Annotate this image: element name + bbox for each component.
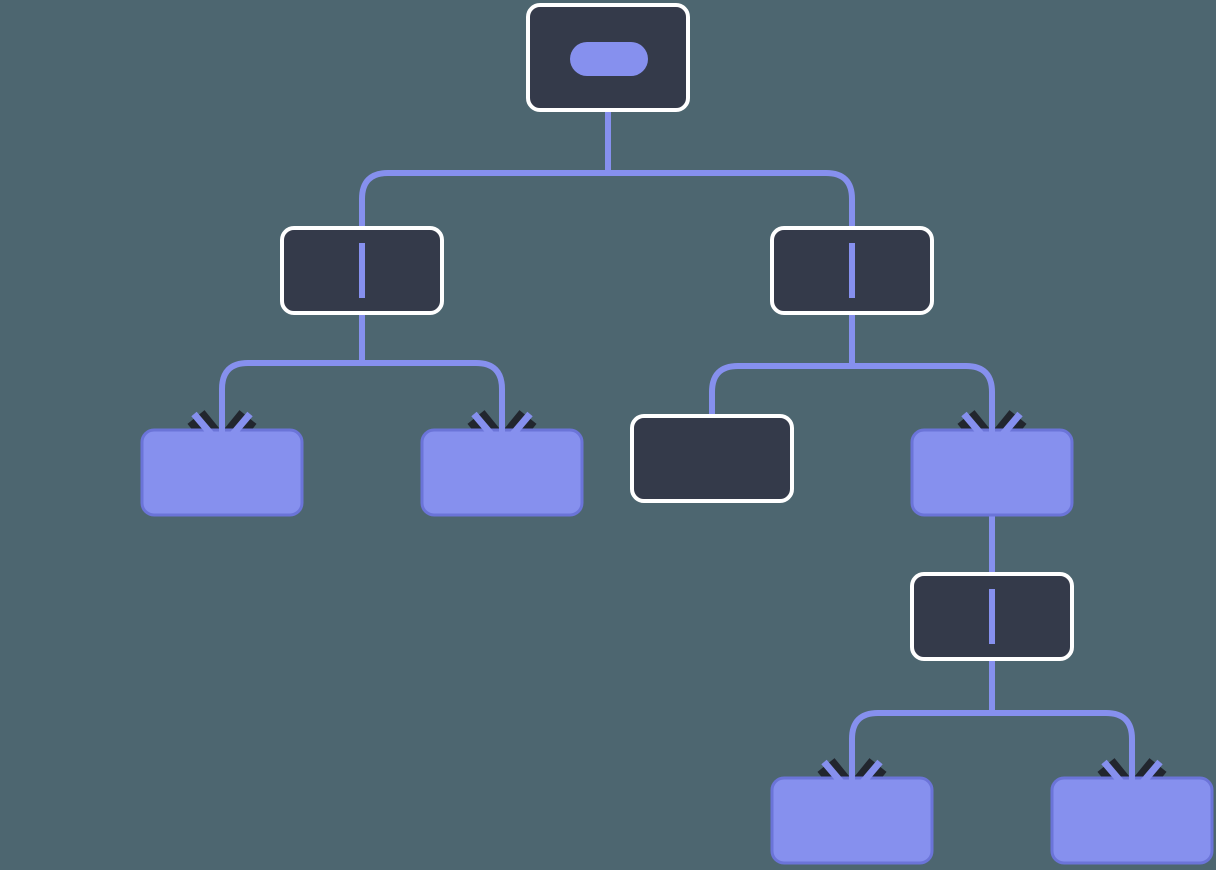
node-l4[interactable]	[910, 572, 1074, 661]
node-root-pill-marker	[570, 42, 648, 76]
arrow-down-icon	[821, 759, 883, 801]
edge-l2-right-to-c	[709, 363, 852, 420]
edge-root-to-l2-right	[608, 170, 855, 340]
node-l2-right[interactable]	[770, 226, 934, 315]
edge-l4-to-leaf-a	[849, 710, 992, 788]
arrowhead-layer	[191, 411, 1163, 801]
arrow-down-icon	[191, 411, 253, 453]
edge-l2-left-to-b	[362, 360, 505, 440]
node-l3-c[interactable]	[630, 414, 794, 503]
node-layer	[140, 3, 1214, 865]
arrow-down-icon	[961, 411, 1023, 453]
edge-l4-to-leaf-b	[992, 710, 1135, 788]
edge-l2-right-to-d	[852, 363, 995, 440]
arrow-down-icon	[471, 411, 533, 453]
edge-l2-left-to-a	[219, 360, 362, 440]
connector-layer	[219, 59, 1135, 788]
node-root[interactable]	[526, 3, 690, 112]
node-l3-c-box[interactable]	[630, 414, 794, 503]
node-l2-left[interactable]	[280, 226, 444, 315]
arrow-down-icon	[1101, 759, 1163, 801]
edge-root-to-l2-left	[359, 170, 608, 340]
arrow-shaft-layer	[219, 400, 1135, 791]
